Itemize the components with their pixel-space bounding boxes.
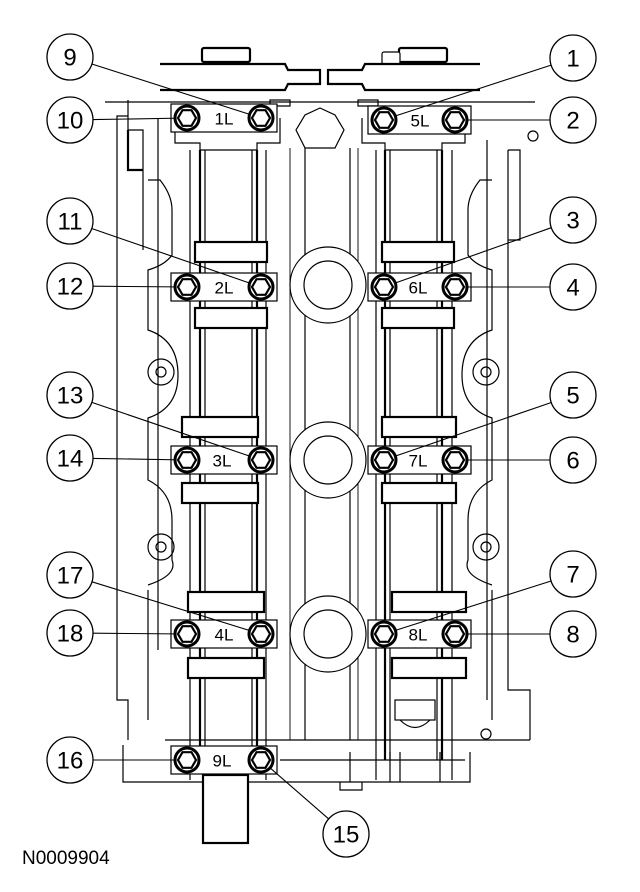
bolt-1l-inner bbox=[247, 104, 275, 132]
cap-label: 3L bbox=[213, 452, 232, 471]
cap-label: 8L bbox=[409, 626, 428, 645]
callout-number: 9 bbox=[63, 45, 76, 72]
leader-line bbox=[92, 285, 188, 288]
callout-circle bbox=[46, 736, 94, 784]
callout-number: 15 bbox=[333, 822, 360, 849]
cap-label: 6L bbox=[409, 279, 428, 298]
callout-circle bbox=[549, 436, 597, 484]
callout-circle bbox=[46, 434, 94, 482]
bolts-layer bbox=[173, 104, 469, 774]
callout-number: 1 bbox=[566, 46, 579, 73]
bolt-8l-inner bbox=[441, 620, 469, 648]
bolt-5l-outer bbox=[370, 106, 398, 134]
callout-13: 13 bbox=[46, 371, 262, 461]
bolt-5l-inner bbox=[441, 106, 469, 134]
leader-line bbox=[92, 117, 188, 121]
callout-4: 4 bbox=[459, 263, 597, 311]
callout-circle bbox=[46, 262, 94, 310]
callout-number: 2 bbox=[566, 108, 579, 135]
leader-line bbox=[92, 632, 188, 635]
callout-number: 14 bbox=[57, 446, 84, 473]
cap-label: 4L bbox=[215, 626, 234, 645]
callout-circle bbox=[549, 196, 597, 244]
bolt-4l-inner bbox=[247, 620, 275, 648]
bolt-2l-outer bbox=[173, 273, 201, 301]
callout-circle bbox=[46, 371, 94, 419]
callout-circle bbox=[46, 551, 94, 599]
callout-number: 12 bbox=[57, 274, 84, 301]
leader-line bbox=[260, 759, 330, 820]
bolt-2l-inner bbox=[247, 273, 275, 301]
callout-3: 3 bbox=[383, 196, 597, 288]
callout-circle bbox=[549, 371, 597, 419]
callout-number: 6 bbox=[566, 448, 579, 475]
callout-circle bbox=[549, 34, 597, 82]
callout-number: 8 bbox=[566, 622, 579, 649]
callout-circle bbox=[549, 550, 597, 598]
bolt-9l-outer bbox=[173, 746, 201, 774]
callout-circle bbox=[46, 197, 94, 245]
bolt-9l-inner bbox=[247, 746, 275, 774]
callout-number: 17 bbox=[57, 563, 84, 590]
leader-line bbox=[383, 580, 552, 635]
bolt-3l-outer bbox=[173, 446, 201, 474]
callout-circle bbox=[322, 810, 370, 858]
bolt-8l-outer bbox=[370, 620, 398, 648]
callout-number: 10 bbox=[57, 108, 84, 135]
callout-17: 17 bbox=[46, 551, 262, 635]
leader-line bbox=[383, 227, 552, 288]
callout-circle bbox=[46, 33, 94, 81]
callout-number: 13 bbox=[57, 383, 84, 410]
callout-circle bbox=[549, 96, 597, 144]
figure-id-label: N0009904 bbox=[22, 848, 110, 869]
callout-number: 5 bbox=[566, 383, 579, 410]
cap-labels-layer: 1L 2L 3L 4L 5L 6L 7L 8L 9L bbox=[213, 110, 430, 771]
callout-15: 15 bbox=[260, 759, 370, 858]
callout-7: 7 bbox=[383, 550, 597, 635]
callout-number: 3 bbox=[566, 208, 579, 235]
callout-2: 2 bbox=[459, 96, 597, 144]
callout-5: 5 bbox=[383, 371, 597, 461]
bolt-7l-outer bbox=[370, 446, 398, 474]
bolt-4l-outer bbox=[173, 620, 201, 648]
callout-number: 11 bbox=[58, 209, 83, 236]
callout-1: 1 bbox=[382, 34, 597, 121]
leader-line bbox=[91, 401, 262, 461]
callout-circle bbox=[46, 96, 94, 144]
leader-line bbox=[91, 581, 262, 635]
callout-14: 14 bbox=[46, 434, 188, 482]
leader-line bbox=[92, 457, 188, 461]
callout-16: 16 bbox=[46, 736, 187, 784]
leader-line bbox=[91, 227, 262, 288]
bolt-1l-outer bbox=[173, 104, 201, 132]
bolt-3l-inner bbox=[247, 446, 275, 474]
callout-circle bbox=[549, 610, 597, 658]
callout-number: 4 bbox=[566, 275, 579, 302]
callout-18: 18 bbox=[46, 609, 188, 657]
cap-label: 2L bbox=[215, 279, 234, 298]
cap-label: 7L bbox=[409, 452, 428, 471]
bolt-6l-inner bbox=[441, 273, 469, 301]
leader-line bbox=[383, 401, 552, 461]
callout-12: 12 bbox=[46, 262, 188, 310]
callout-10: 10 bbox=[46, 96, 188, 144]
cap-label: 5L bbox=[411, 112, 430, 131]
callout-circle bbox=[549, 263, 597, 311]
callout-8: 8 bbox=[459, 610, 597, 658]
cap-label: 9L bbox=[213, 752, 232, 771]
leader-line bbox=[91, 63, 262, 119]
callout-9: 9 bbox=[46, 33, 262, 119]
callout-circle bbox=[46, 609, 94, 657]
callout-number: 18 bbox=[57, 621, 84, 648]
bolt-7l-inner bbox=[441, 446, 469, 474]
bolt-6l-outer bbox=[370, 273, 398, 301]
callout-number: 7 bbox=[566, 562, 579, 589]
callout-11: 11 bbox=[46, 197, 262, 288]
leader-line bbox=[382, 64, 552, 121]
callout-number: 16 bbox=[57, 748, 84, 775]
callout-6: 6 bbox=[459, 436, 597, 484]
cap-label: 1L bbox=[215, 110, 234, 129]
cylinder-head-outline bbox=[105, 46, 539, 845]
